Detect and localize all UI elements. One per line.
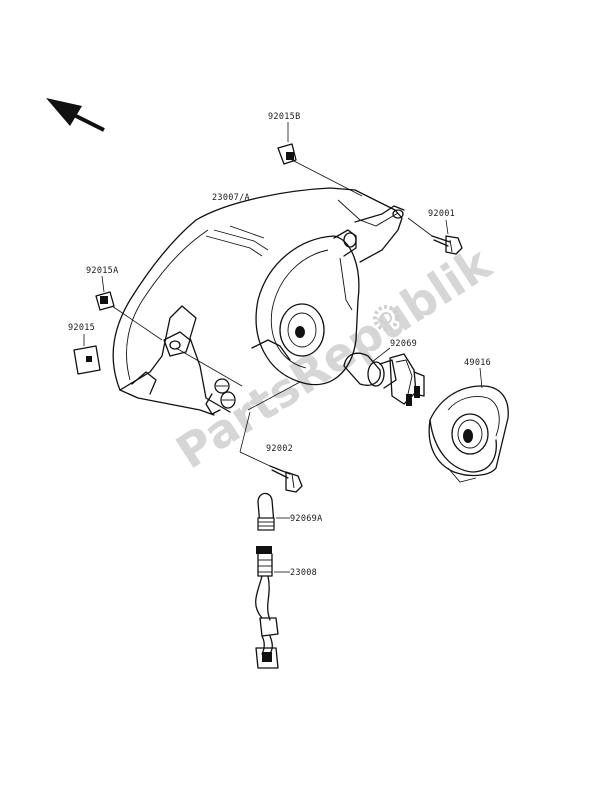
label-92069: 92069 xyxy=(390,339,417,349)
part-92015A-clip xyxy=(95,291,163,341)
adjuster-screw xyxy=(205,378,236,415)
part-92015B-clip xyxy=(277,143,363,197)
part-92069-bulb xyxy=(343,347,425,406)
front-direction-arrow-icon xyxy=(46,98,105,132)
label-92015A: 92015A xyxy=(86,266,119,276)
label-92002: 92002 xyxy=(266,444,293,454)
label-92069A: 92069A xyxy=(290,514,323,524)
watermark: PartsRepublik xyxy=(167,236,502,480)
watermark-text: PartsRepublik xyxy=(167,236,502,480)
part-92069A-bulb xyxy=(257,492,290,531)
part-92002-screw xyxy=(239,451,303,493)
label-92015: 92015 xyxy=(68,323,95,333)
part-92001-bolt xyxy=(407,217,463,255)
label-23008: 23008 xyxy=(290,568,317,578)
label-23007A: 23007/A xyxy=(212,193,250,203)
watermark-gear-icon xyxy=(373,305,399,331)
part-92015-clip xyxy=(73,345,101,375)
headlight-housing xyxy=(112,187,405,416)
part-23008-socket xyxy=(255,546,290,669)
part-49016-rubber-boot xyxy=(428,367,509,483)
label-92015B: 92015B xyxy=(268,112,301,122)
label-92001: 92001 xyxy=(428,209,455,219)
label-49016: 49016 xyxy=(464,358,491,368)
